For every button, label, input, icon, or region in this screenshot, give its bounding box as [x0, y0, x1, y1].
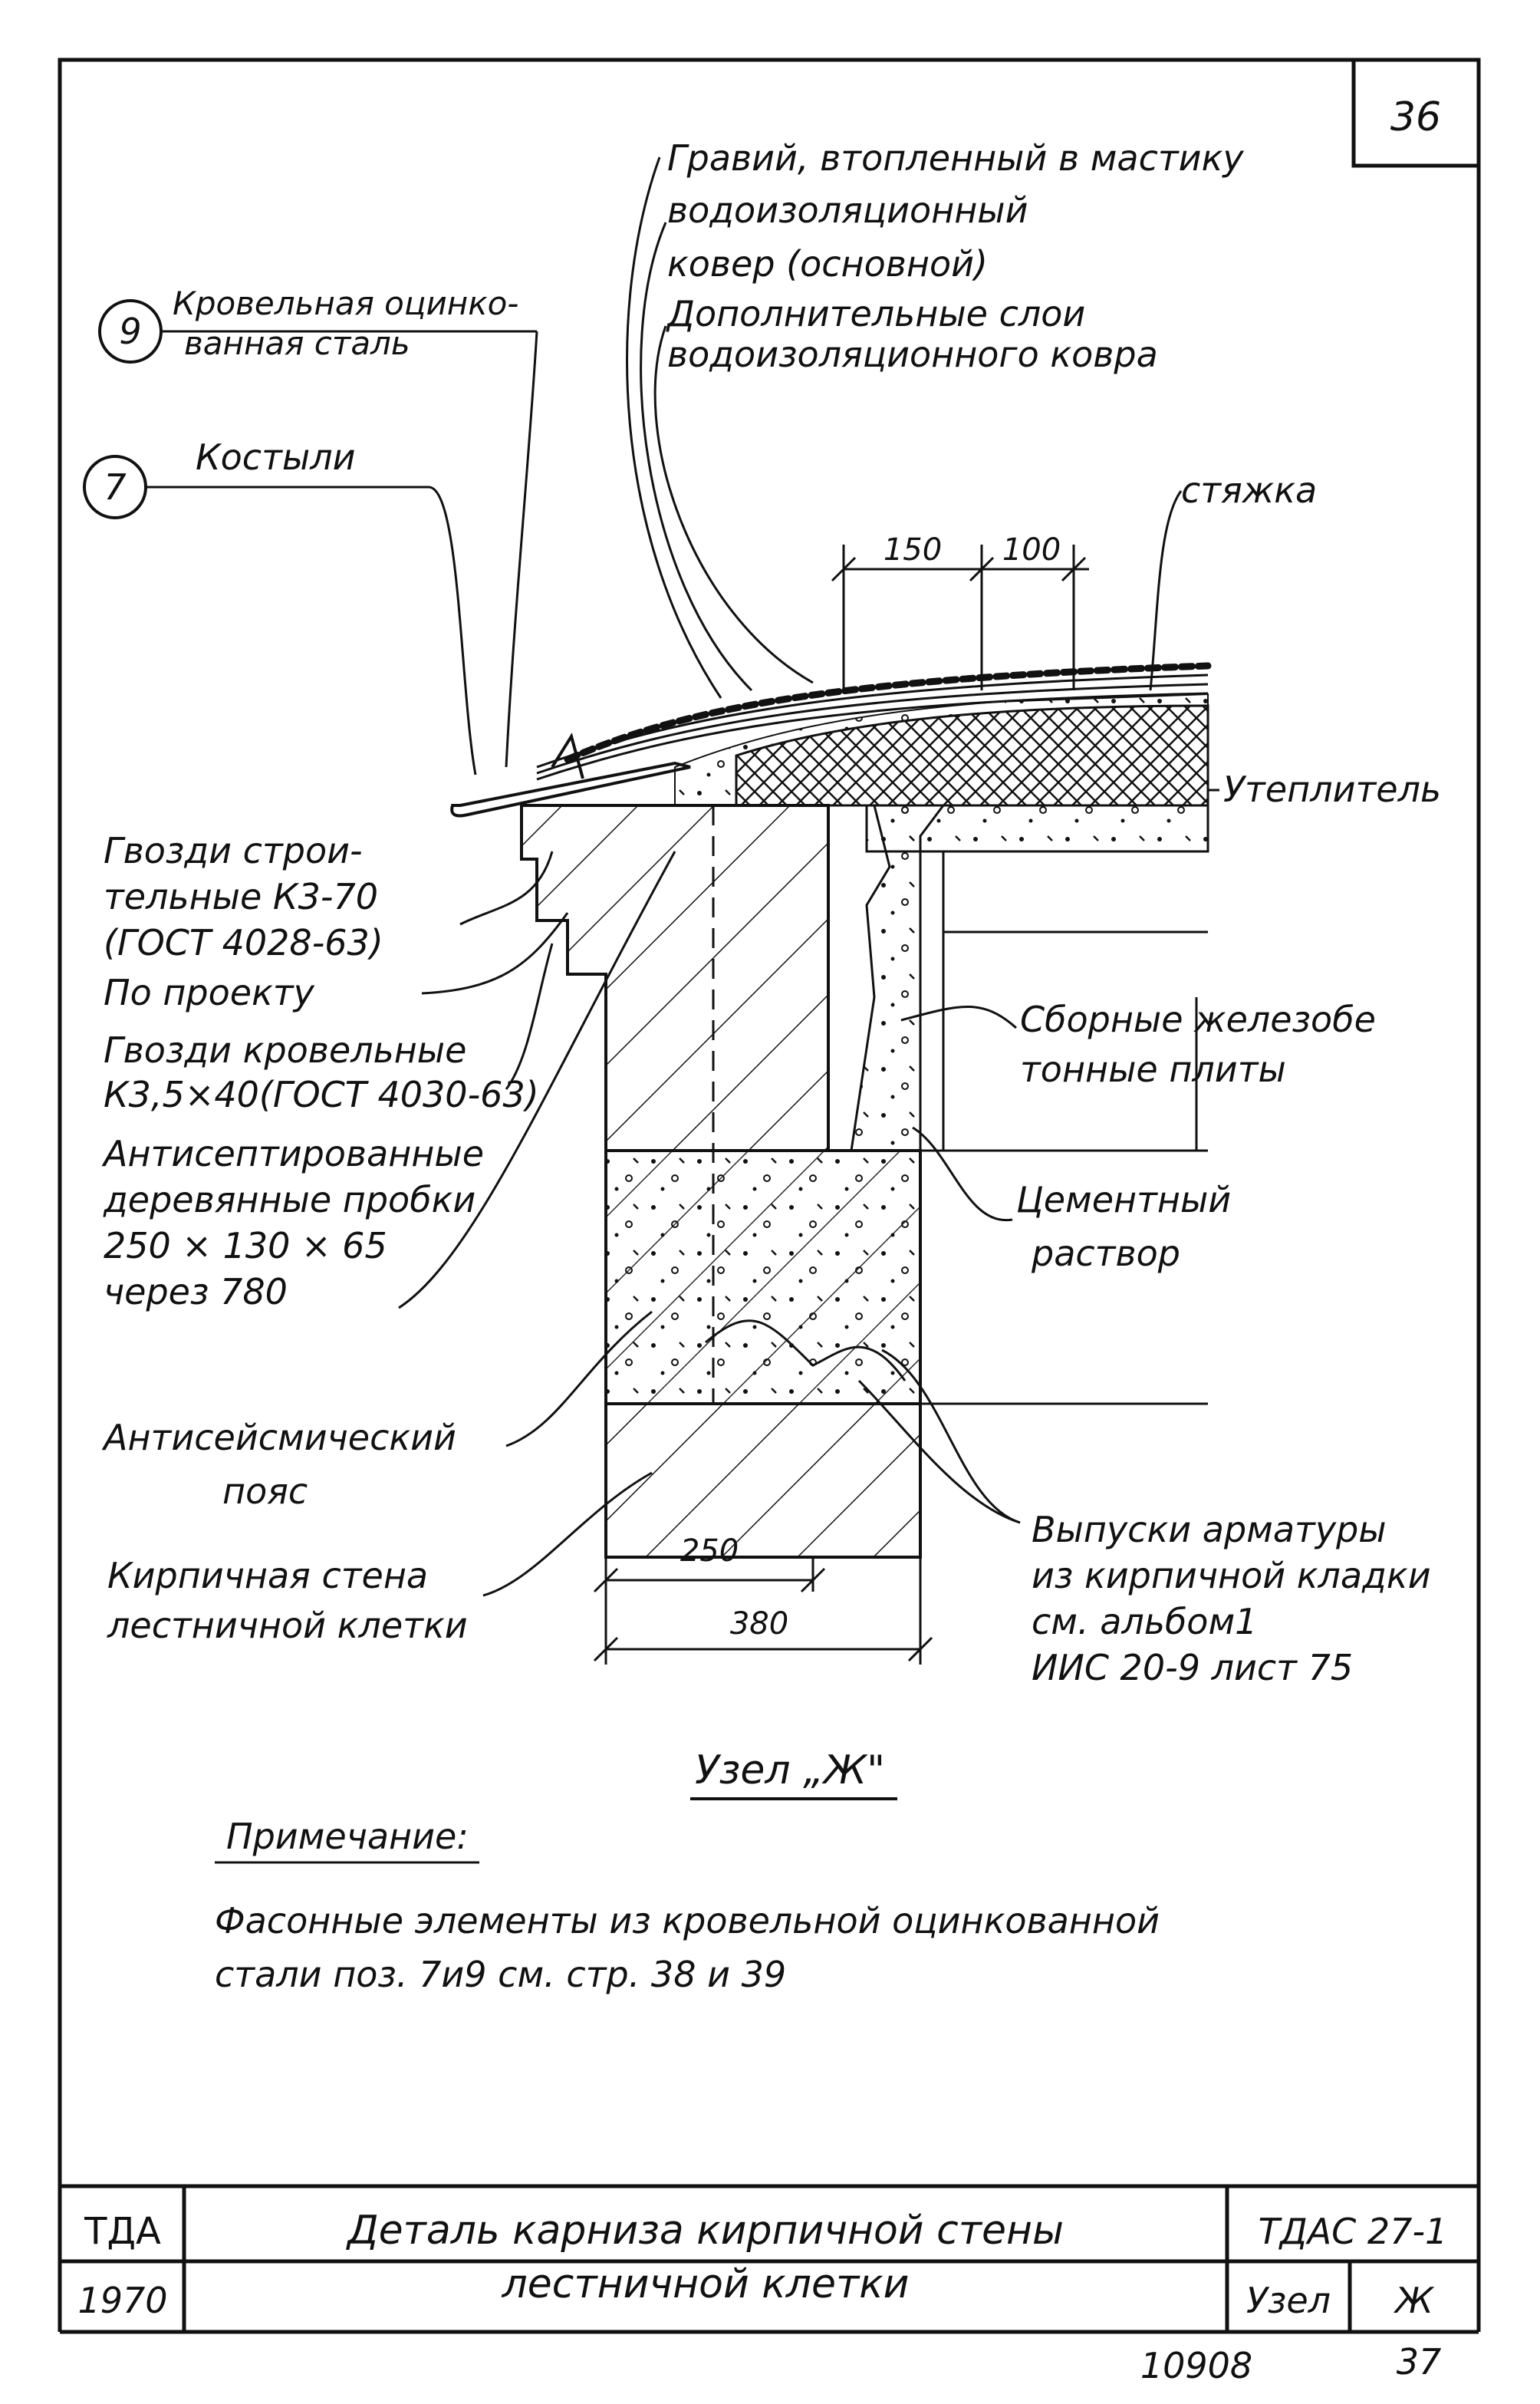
label-extra-layers-2: водоизоляционного ковра	[667, 334, 1158, 375]
label-nails-2a: Гвозди кровельные	[104, 1029, 466, 1071]
node-letter: Ж	[1393, 2280, 1435, 2321]
svg-text:9: 9	[119, 311, 141, 352]
dimension-250-380: 250 380	[593, 1533, 933, 1665]
note-line-1: Фасонные элементы из кровельной оцинкова…	[215, 1900, 1160, 1941]
title-line-2: лестничной клетки	[502, 2261, 910, 2307]
label-plugs-3: 250 × 130 × 65	[104, 1225, 387, 1266]
node-caption: Узел „Ж"	[695, 1747, 885, 1793]
roof-layers	[450, 662, 1212, 818]
svg-text:7: 7	[104, 466, 126, 508]
label-belt-2: пояс	[222, 1470, 308, 1512]
page-number: 36	[1390, 94, 1441, 140]
label-belt-1: Антисейсмический	[101, 1417, 456, 1458]
label-by-project: По проекту	[104, 972, 315, 1013]
note-line-2: стали поз. 7и9 см. стр. 38 и 39	[215, 1954, 786, 1995]
label-rebar-2: из кирпичной кладки	[1032, 1555, 1431, 1596]
lower-brick	[604, 1402, 1208, 1559]
label-slabs-2: тонные плиты	[1020, 1049, 1286, 1090]
label-plugs-4: через 780	[104, 1271, 288, 1312]
label-nails-1a: Гвозди строи-	[104, 830, 363, 871]
label-insulation: Утеплитель	[1223, 769, 1441, 810]
page-number-box: 36	[1351, 58, 1481, 168]
dim-100: 100	[1002, 532, 1061, 568]
label-mortar-1: Цементный	[1016, 1179, 1231, 1220]
label-nails-1c: (ГОСТ 4028-63)	[104, 922, 383, 963]
doc-code: ТДАС 27-1	[1259, 2211, 1448, 2252]
label-nails-1b: тельные К3-70	[104, 876, 378, 917]
label-carpet-1: водоизоляционный	[667, 189, 1028, 231]
dim-150: 150	[884, 532, 942, 568]
label-wall-2: лестничной клетки	[107, 1605, 468, 1646]
label-extra-layers-1: Дополнительные слои	[666, 293, 1085, 334]
brick-wall	[520, 804, 946, 1404]
label-rebar-4: ИИС 20-9 лист 75	[1032, 1647, 1353, 1688]
sheet-number: 37	[1397, 2341, 1442, 2383]
label-carpet-2: ковер (основной)	[667, 243, 988, 285]
dim-250: 250	[680, 1533, 739, 1569]
node-label: Узел	[1246, 2280, 1331, 2321]
label-crutches: Костыли	[196, 436, 356, 478]
antiseismic-belt	[604, 1149, 1208, 1405]
inventory-number: 10908	[1140, 2345, 1252, 2386]
note-heading: Примечание:	[226, 1816, 469, 1857]
label-plugs-2: деревянные пробки	[103, 1179, 475, 1220]
label-rebar-1: Выпуски арматуры	[1032, 1509, 1387, 1550]
label-mortar-2: раствор	[1031, 1233, 1180, 1274]
callout-9: 9	[98, 299, 163, 364]
label-wall-1: Кирпичная стена	[107, 1555, 428, 1596]
title-block: ТДА 1970 Деталь карниза кирпичной стены …	[58, 2184, 1481, 2334]
label-gravel: Гравий, втопленный в мастику	[667, 137, 1244, 179]
label-slabs-1: Сборные железобе	[1020, 999, 1376, 1040]
title-line-1: Деталь карниза кирпичной стены	[346, 2208, 1064, 2254]
label-nails-2b: К3,5×40(ГОСТ 4030-63)	[104, 1074, 539, 1115]
stamp-code: ТДА	[84, 2210, 161, 2253]
dimension-150-100: 150 100	[831, 532, 1089, 690]
stamp-year: 1970	[77, 2280, 167, 2321]
label-screed: стяжка	[1181, 469, 1317, 511]
label-plugs-1: Антисептированные	[101, 1133, 484, 1174]
dim-380: 380	[730, 1606, 788, 1642]
label-galvanized-steel-1: Кровельная оцинко-	[173, 285, 518, 322]
label-galvanized-steel-2: ванная сталь	[184, 324, 410, 362]
callout-7: 7	[83, 455, 147, 519]
label-rebar-3: см. альбом1	[1032, 1601, 1257, 1642]
